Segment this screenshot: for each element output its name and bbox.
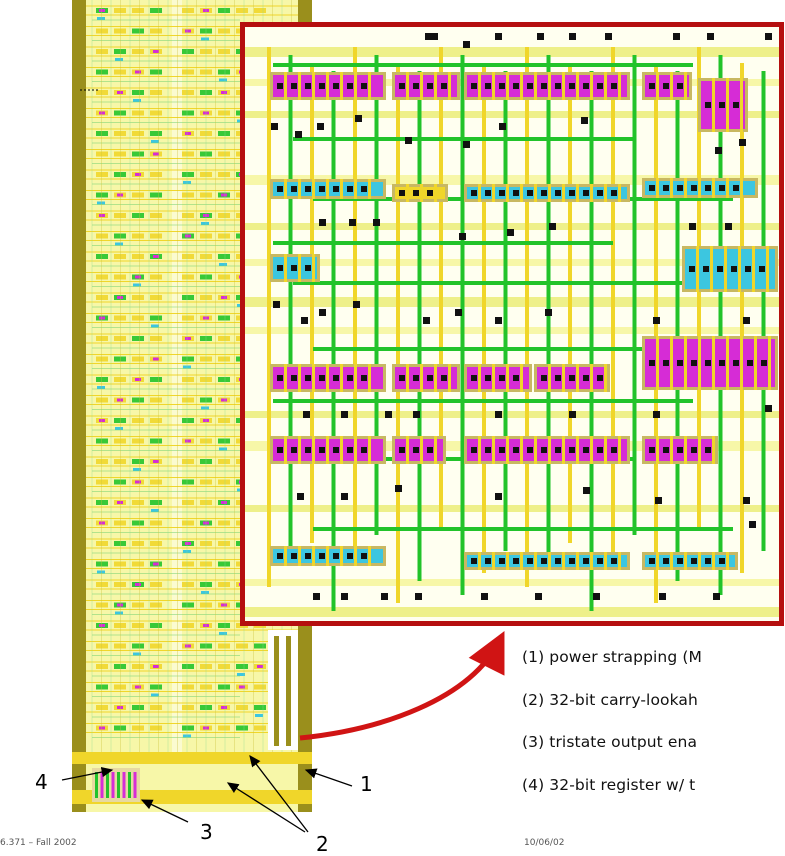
legend-item-3: (3) tristate output ena xyxy=(522,733,698,751)
zoomed-layout-detail xyxy=(240,22,784,626)
footer-date: 10/06/02 xyxy=(524,838,565,848)
footer-course: 6.371 – Fall 2002 xyxy=(0,838,77,848)
callout-number-3: 3 xyxy=(200,820,213,844)
legend-item-2: (2) 32-bit carry-lookah xyxy=(522,691,698,709)
legend-item-4: (4) 32-bit register w/ t xyxy=(522,776,696,794)
zoom-arrow xyxy=(299,631,505,741)
zoomed-layout-image xyxy=(245,27,779,621)
callout-number-1: 1 xyxy=(360,772,373,796)
callout-number-4: 4 xyxy=(35,770,48,794)
legend-item-1: (1) power strapping (M xyxy=(522,648,702,666)
callout-number-2: 2 xyxy=(316,832,329,856)
